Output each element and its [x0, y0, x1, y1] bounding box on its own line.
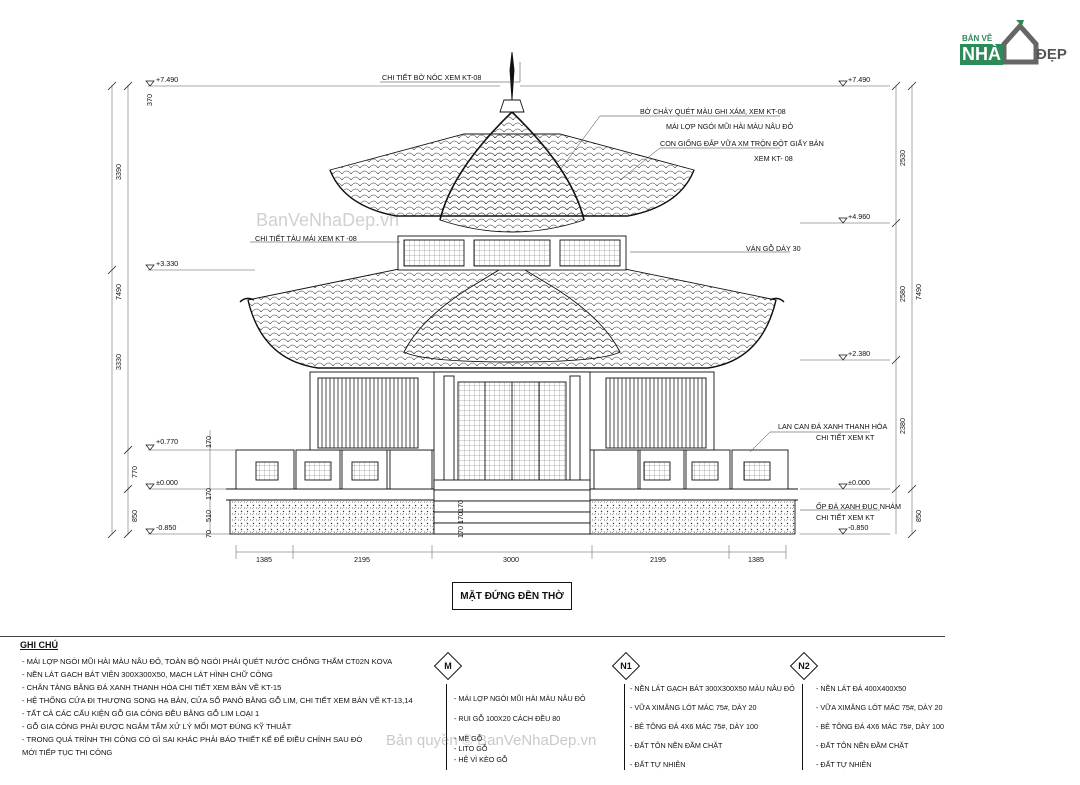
level-label: +4.960 [848, 212, 871, 221]
callout-base-ref: CHI TIẾT XEM KT [816, 513, 875, 522]
level-label: -0.850 [156, 523, 177, 532]
level-markers [145, 80, 848, 535]
layer-item: - ĐẤT TỰ NHIÊN [816, 760, 872, 769]
dimension-text: 2530 [898, 150, 907, 166]
note-line: - GỖ GIA CÔNG PHẢI ĐƯỢC NGÂM TẨM XỬ LÝ M… [22, 722, 292, 731]
level-label: +0.770 [156, 437, 179, 446]
dimension-text: 170 [204, 488, 213, 500]
callout-railing: LAN CAN ĐÁ XANH THANH HÓA [778, 422, 888, 431]
callout-roof-detail: CHI TIẾT TÀU MÁI XEM KT -08 [255, 234, 357, 243]
note-line: - TRONG QUÁ TRÌNH THI CÔNG CÓ GÌ SAI KHÁ… [22, 735, 363, 744]
note-line: - CHÂN TẢNG BẰNG ĐÁ XANH THANH HÓA CHI T… [22, 683, 282, 692]
level-label: +7.490 [848, 75, 871, 84]
note-line: - NỀN LÁT GẠCH BÁT VIÊN 300X300X50, MẠCH… [22, 670, 273, 679]
dimension-text: 850 [130, 510, 139, 522]
level-label: +2.380 [848, 349, 871, 358]
divider [0, 636, 945, 637]
callout-base: ỐP ĐÁ XANH ĐỤC NHÁM [816, 502, 901, 511]
level-label: +3.330 [156, 259, 179, 268]
watermark-bottom: Bản quyền © BanVeNhaDep.vn [386, 732, 597, 749]
note-line: - TẤT CẢ CÁC CẤU KIỆN GỖ GIA CÔNG ĐỀU BẰ… [22, 709, 260, 718]
dimension-text: 170 [456, 500, 465, 512]
logo-right-text: ĐẸP [1036, 46, 1067, 63]
note-line: - MÁI LỢP NGÓI MŨI HÀI MÀU NÂU ĐỎ, TOÀN … [22, 657, 393, 666]
temple-building [226, 51, 798, 535]
dimension-text: 770 [130, 466, 139, 478]
layer-item: - ĐẤT TÔN NỀN ĐẦM CHẶT [630, 741, 723, 750]
dimension-text: 7490 [914, 284, 923, 300]
section-tag-label: N1 [620, 661, 632, 671]
layer-item: - HỆ VÌ KÈO GỖ [454, 755, 508, 764]
house-icon [1001, 20, 1039, 65]
callout-dragon-ref: XEM KT- 08 [754, 154, 793, 163]
dimension-text: 3000 [503, 555, 519, 564]
dimension-text: 370 [145, 94, 154, 106]
dimension-text: 170 [204, 436, 213, 448]
note-line: MỚI TIẾP TỤC THI CÔNG [22, 748, 113, 757]
callout-dragon: CON GIỐNG ĐẮP VỮA XM TRỘN ĐỘT GIẤY BẢN [660, 139, 824, 148]
layer-item: - BÊ TÔNG ĐÁ 4X6 MÁC 75#, DÀY 100 [630, 722, 758, 731]
callout-roof-peak: CHI TIẾT BỜ NÓC XEM KT-08 [382, 73, 482, 82]
level-label: ±0.000 [156, 478, 178, 487]
callout-leaders [250, 62, 880, 511]
layer-item: - VỮA XIMĂNG LÓT MÁC 75#, DÀY 20 [630, 703, 757, 712]
dimension-text: 3330 [114, 354, 123, 370]
dimension-text: 2580 [898, 286, 907, 302]
logo-top-text: BẢN VẼ [962, 34, 993, 43]
level-label: -0.850 [848, 523, 869, 532]
section-layer-line [802, 684, 803, 770]
dimension-text: 3390 [114, 164, 123, 180]
dimension-text: 1385 [748, 555, 764, 564]
layer-item: - RUI GỖ 100X20 CÁCH ĐỀU 80 [454, 714, 561, 723]
dimension-text: 7490 [114, 284, 123, 300]
dimension-text: 2195 [650, 555, 666, 564]
dimension-text: 1385 [256, 555, 272, 564]
layer-item: - MÈ GỖ [454, 734, 483, 743]
dimension-text: 2195 [354, 555, 370, 564]
level-lines [111, 85, 913, 559]
layer-item: - MÁI LỢP NGÓI MŨI HÀI MÀU NÂU ĐỎ [454, 694, 586, 703]
drawing-title: MẶT ĐỨNG ĐỀN THỜ [452, 582, 572, 610]
dimension-text: 170 [456, 526, 465, 538]
section-layer-line [446, 684, 447, 770]
callout-railing-ref: CHI TIẾT XEM KT [816, 433, 875, 442]
dimension-text: 510 [204, 510, 213, 522]
layer-item: - ĐẤT TÔN NỀN ĐẦM CHẶT [816, 741, 909, 750]
layer-item: - NỀN LÁT GẠCH BÁT 300X300X50 MÀU NÂU ĐỎ [630, 684, 795, 693]
dimension-text: 850 [914, 510, 923, 522]
layer-item: - VỮA XIMĂNG LÓT MÁC 75#, DÀY 20 [816, 703, 943, 712]
level-label: ±0.000 [848, 478, 870, 487]
section-layer-line [624, 684, 625, 770]
section-tag-label: N2 [798, 661, 810, 671]
callout-ridge: BỜ CHẢY QUÉT MÀU GHI XÁM, XEM KT-08 [640, 107, 786, 116]
notes-heading: GHI CHÚ [20, 640, 58, 650]
layer-item: - NỀN LÁT ĐÁ 400X400X50 [816, 684, 907, 693]
dimension-text: 2380 [898, 418, 907, 434]
section-tag-label: M [444, 661, 452, 671]
dimension-text: 70 [204, 530, 213, 538]
level-label: +7.490 [156, 75, 179, 84]
layer-item: - ĐẤT TỰ NHIÊN [630, 760, 686, 769]
watermark-top: BanVeNhaDep.vn [256, 210, 400, 230]
layer-item: - BÊ TÔNG ĐÁ 4X6 MÁC 75#, DÀY 100 [816, 722, 944, 731]
dimension-text: 170 [456, 512, 465, 524]
note-line: - HỆ THỐNG CỬA ĐI THƯỢNG SONG HẠ BẢN, CỬ… [22, 696, 413, 705]
callout-tile: MÁI LỢP NGÓI MŨI HÀI MÀU NÂU ĐỎ [666, 122, 794, 131]
callout-wood: VÁN GỖ DÀY 30 [746, 244, 801, 253]
layer-item: - LITO GỖ [454, 744, 488, 753]
dimension-ticks [107, 81, 917, 539]
logo-left-text: NHÀ [960, 44, 1003, 65]
brand-logo: BẢN VẼ NHÀ ĐẸP [960, 18, 1072, 70]
